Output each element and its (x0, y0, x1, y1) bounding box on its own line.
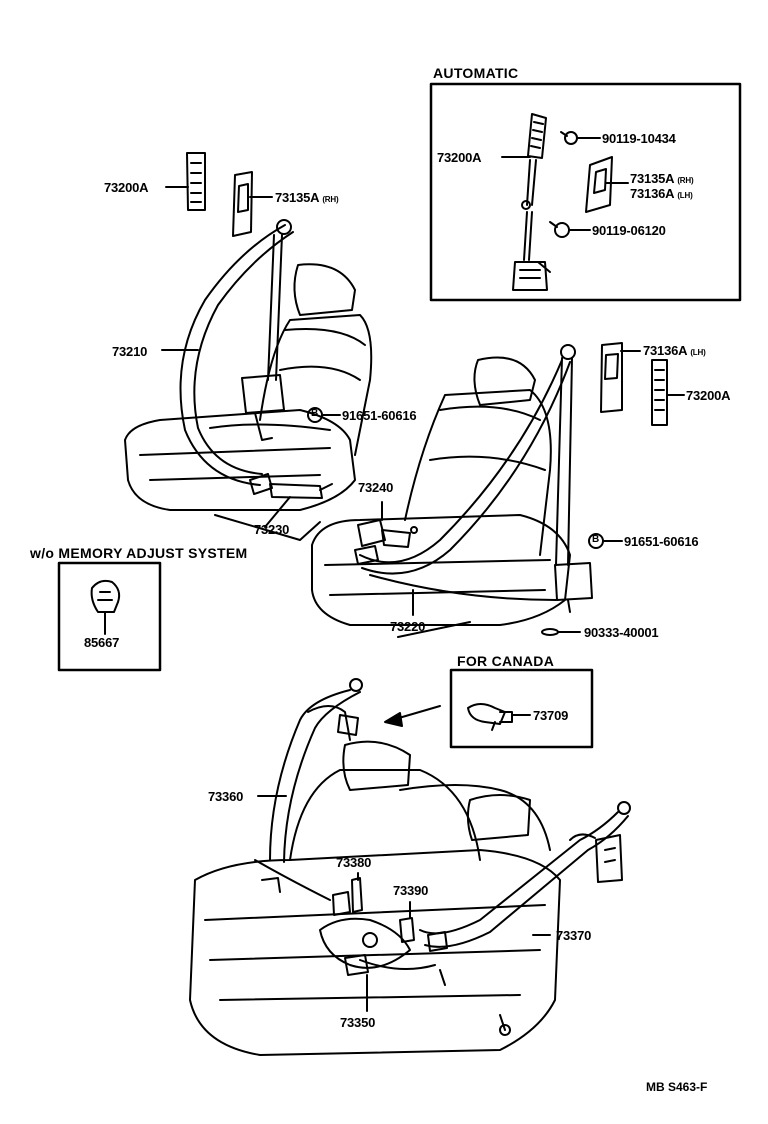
label-73230: 73230 (254, 522, 290, 537)
label-lh-auto: (LH) (677, 191, 693, 200)
label-73709: 73709 (533, 708, 569, 723)
label-rh-auto: (RH) (677, 176, 694, 185)
label-73240: 73240 (358, 480, 394, 495)
cover-73136A-right-icon (600, 342, 623, 413)
leader-73230 (264, 496, 291, 528)
canada-header: FOR CANADA (457, 653, 555, 669)
automatic-box (429, 82, 742, 302)
label-73210: 73210 (112, 344, 148, 359)
seat-bracket-line (214, 514, 321, 541)
front-right-seat-illustration (311, 356, 571, 626)
buckle-73380 (332, 877, 363, 916)
belt-73370 (419, 801, 631, 1036)
label-73220: 73220 (390, 619, 426, 634)
automatic-retractor-illustration (512, 113, 551, 291)
label-rh-left: (RH) (322, 195, 339, 204)
washer-90333-icon (541, 628, 559, 636)
label-lh-right: (LH) (690, 348, 706, 357)
part-73709-icon (467, 703, 513, 731)
label-73390: 73390 (393, 883, 429, 898)
belt-73210 (179, 219, 331, 486)
label-73136A-auto: 73136A(LH) (630, 187, 693, 200)
part-85667-icon (90, 579, 121, 613)
auto-anchor-cover-icon (585, 156, 613, 213)
label-73135A-left: 73135A(RH) (275, 190, 339, 205)
label-85667: 85667 (84, 635, 120, 650)
label-73200A-auto: 73200A (437, 150, 482, 165)
label-73135A-auto-code: 73135A (630, 171, 675, 186)
buckle-73390 (399, 917, 448, 952)
buckle-73350 (319, 917, 411, 976)
label-91651-left: 91651-60616 (342, 408, 417, 423)
label-73136A-auto-code: 73136A (630, 186, 675, 201)
label-90333: 90333-40001 (584, 625, 659, 640)
bolt-mark-left-letter: B (311, 408, 319, 419)
label-90119-06120: 90119-06120 (592, 223, 666, 238)
label-91651-right: 91651-60616 (624, 534, 699, 549)
label-73200A-right: 73200A (686, 388, 731, 403)
memory-box (57, 561, 162, 672)
label-73135A-left-code: 73135A (275, 190, 320, 205)
buckle-73240 (354, 519, 418, 565)
belt-73360 (254, 678, 363, 901)
buckle-73230 (249, 473, 333, 499)
label-73380: 73380 (336, 855, 372, 870)
bolt-90119-06120-icon (549, 221, 570, 238)
arrow-head (384, 712, 403, 727)
label-90119-10434: 90119-10434 (602, 131, 676, 146)
front-left-seat-illustration (124, 263, 373, 511)
canada-box (449, 668, 594, 749)
label-73350: 73350 (340, 1015, 376, 1030)
label-73370: 73370 (556, 928, 592, 943)
bolt-mark-right-letter: B (592, 534, 600, 545)
label-73136A-right: 73136A(LH) (643, 344, 706, 357)
label-73135A-auto: 73135A(RH) (630, 171, 694, 186)
memory-header: w/o MEMORY ADJUST SYSTEM (30, 545, 248, 561)
bolt-90119-10434-icon (560, 131, 578, 145)
cover-73135A-left-icon (232, 171, 253, 237)
automatic-header: AUTOMATIC (433, 65, 519, 81)
label-73200A-left: 73200A (104, 180, 149, 195)
cover-73200A-right-icon (651, 359, 668, 426)
belt-73220 (359, 344, 593, 613)
label-73136A-right-code: 73136A (643, 343, 688, 358)
label-73360: 73360 (208, 789, 244, 804)
seat-bracket-right (397, 621, 471, 638)
rear-seat-illustration (189, 740, 561, 1056)
diagram-code: MB S463-F (646, 1080, 708, 1094)
cover-73200A-left-icon (186, 152, 206, 211)
rear-seat-belt-lower (359, 959, 446, 986)
